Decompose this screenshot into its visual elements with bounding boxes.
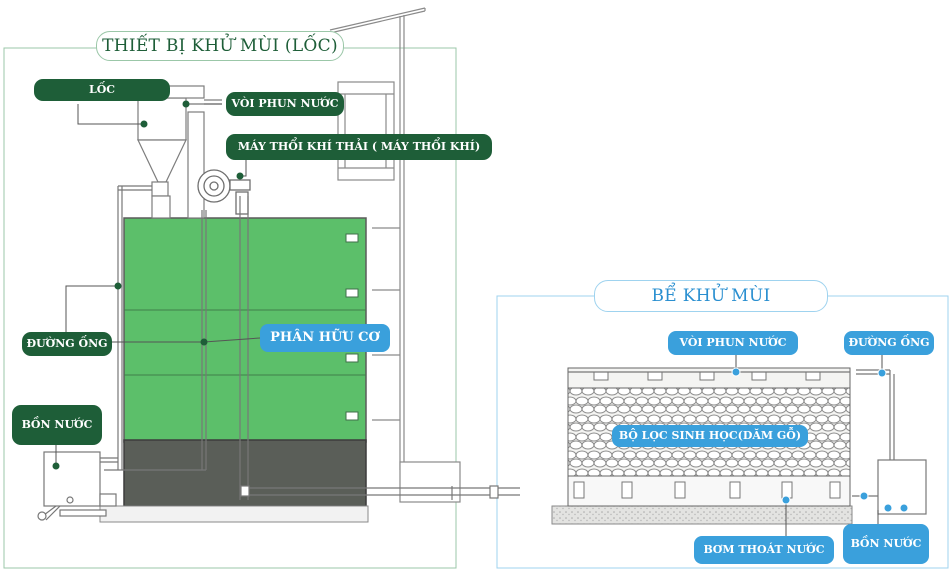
- leader-dots: [52, 100, 244, 470]
- cyclone-label: LỐC: [34, 79, 170, 101]
- spray-nozzle-label-right: VÒI PHUN NƯỚC: [668, 331, 798, 355]
- compost-bin: [123, 217, 367, 507]
- water-tank-label-left: BỒN NƯỚC: [12, 405, 102, 445]
- leader-dots-blue: [731, 367, 909, 513]
- water-tank-left: [37, 451, 118, 521]
- roof-structure: [329, 7, 461, 503]
- pipeline-label-left: ĐƯỜNG ỐNG: [22, 332, 112, 356]
- organic-fertilizer-label: PHÂN HỮU CƠ: [260, 324, 390, 352]
- biofilter-label: BỘ LỌC SINH HỌC(DĂM GỖ): [612, 425, 808, 447]
- cyclone-assembly: [137, 85, 222, 219]
- odor-tank-section-title: BỂ KHỬ MÙI: [594, 280, 828, 312]
- exhaust-blower-label: MÁY THỔI KHÍ THẢI ( MÁY THỔI KHÍ): [226, 134, 492, 160]
- spray-nozzle-label-left: VÒI PHUN NƯỚC: [226, 92, 344, 116]
- leader-lines: [55, 103, 261, 466]
- pipeline-label-right: ĐƯỜNG ỐNG: [844, 331, 934, 355]
- drain-pump-label: BƠM THOÁT NƯỚC: [694, 536, 834, 564]
- water-tank-label-right: BỒN NƯỚC: [843, 524, 929, 564]
- exhaust-blower: [197, 169, 251, 215]
- deodorizer-section-title: THIẾT BỊ KHỬ MÙI (LỐC): [96, 31, 344, 61]
- base-slab: [99, 505, 369, 523]
